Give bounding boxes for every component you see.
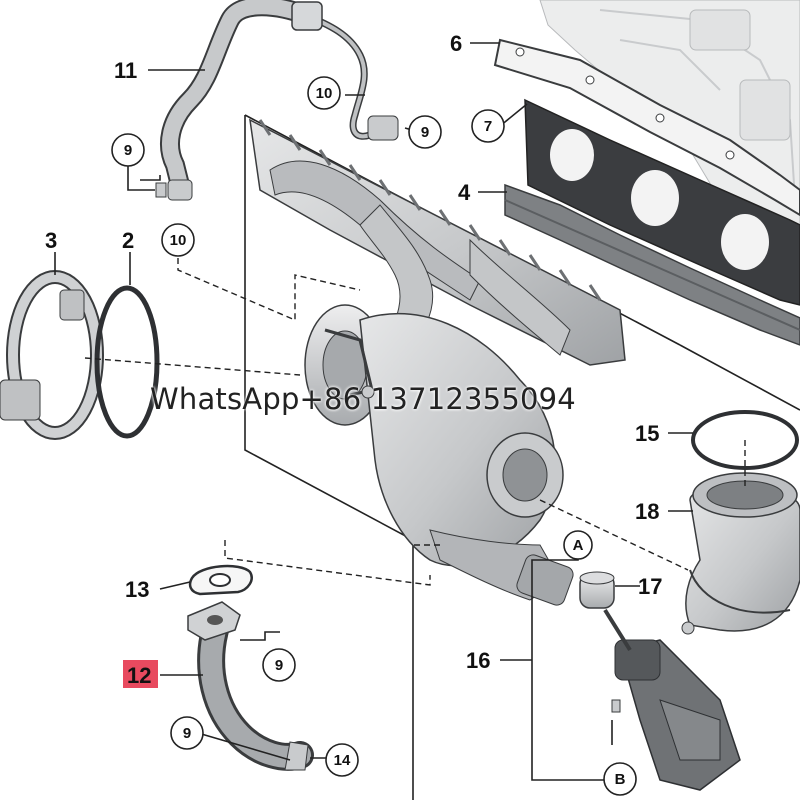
plug-17: [579, 571, 615, 609]
circled-9-top: 9: [421, 124, 429, 141]
callout-17: 17: [638, 574, 662, 599]
bolt-9: [155, 182, 167, 198]
gasket-13: [188, 564, 253, 596]
oil-feed-line-11: [160, 0, 399, 201]
heat-shield-rail-4: [504, 183, 800, 346]
oil-return-line-12: [187, 601, 314, 771]
watermark-contact-text: WhatsApp+86 13712355094: [150, 382, 576, 416]
outlet-elbow-18: [681, 472, 800, 635]
callout-numbers: 11 6 4 3 2 15 18 17 13 16: [45, 31, 662, 673]
circled-10-top: 10: [316, 85, 333, 102]
circled-callout-labels: 9 10 9 7 10 A 9 9 14 B: [124, 85, 626, 788]
callout-16: 16: [466, 648, 490, 673]
callout-2: 2: [122, 228, 134, 253]
circled-10-left: 10: [170, 232, 187, 249]
circled-9-bottom: 9: [183, 725, 191, 742]
circled-A: A: [573, 537, 584, 554]
sealing-ring-2: [94, 285, 160, 439]
turbocharger: [304, 304, 574, 606]
circled-callouts: [111, 76, 637, 796]
electric-actuator-16: [603, 608, 741, 791]
callout-4: 4: [458, 180, 471, 205]
v-band-clamp-3: [0, 270, 104, 440]
circled-7: 7: [484, 118, 492, 135]
callout-6: 6: [450, 31, 462, 56]
callout-13: 13: [125, 577, 149, 602]
callout-12: 12: [127, 663, 151, 688]
circled-14: 14: [334, 752, 351, 769]
leader-lines-dashed: [84, 258, 746, 586]
gasket-6: [493, 38, 800, 217]
circled-B: B: [615, 771, 626, 788]
callout-3: 3: [45, 228, 57, 253]
bolt-9-bottom-right: [611, 699, 621, 713]
circled-9-middle: 9: [275, 657, 283, 674]
gasket-7: [524, 98, 800, 306]
sealing-ring-15: [691, 410, 799, 470]
callout-11: 11: [114, 58, 137, 83]
callout-15: 15: [635, 421, 659, 446]
callout-12-highlighted: 12: [123, 660, 158, 688]
highlight-box: [123, 660, 158, 688]
callout-18: 18: [635, 499, 659, 524]
circled-9-top-left: 9: [124, 142, 132, 159]
